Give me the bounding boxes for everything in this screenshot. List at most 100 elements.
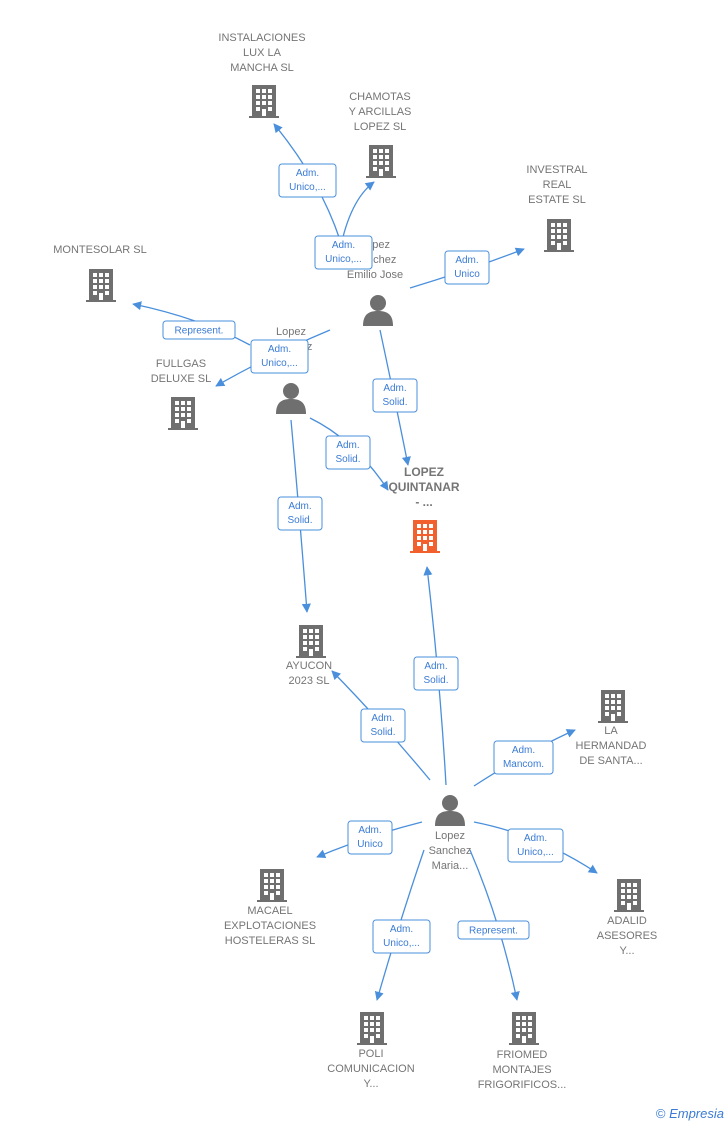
node-poli[interactable]: POLICOMUNICACIONY... <box>327 1012 415 1090</box>
node-label: DELUXE SL <box>151 373 212 385</box>
node-friomed[interactable]: FRIOMEDMONTAJESFRIGORIFICOS... <box>478 1012 567 1091</box>
node-label: Maria... <box>432 860 469 872</box>
edge-label-box <box>493 740 554 775</box>
edge-label-maria-to-macael[interactable]: Adm. Unico <box>347 820 393 855</box>
edge-label-maria-to-hermandad[interactable]: Adm. Mancom. <box>493 740 554 775</box>
building-icon <box>598 690 628 723</box>
node-adalid[interactable]: ADALIDASESORESY... <box>597 879 658 957</box>
building-icon <box>249 85 279 118</box>
node-label: COMUNICACION <box>327 1063 414 1075</box>
edge-label-maria-to-lopez_quintanar[interactable]: Adm.Solid. <box>413 656 459 691</box>
edge-label-box <box>507 828 564 863</box>
edge-label-maria-to-friomed[interactable]: Represent. <box>457 920 530 940</box>
person-icon <box>276 383 306 414</box>
node-maria[interactable]: LopezSanchezMaria... <box>429 795 472 872</box>
edge-label-text: Adm. <box>455 255 478 266</box>
node-fullgas[interactable]: FULLGAS DELUXE SL <box>151 358 212 430</box>
edge-label-box <box>444 250 490 285</box>
node-instalaciones[interactable]: INSTALACIONES LUX LA MANCHA SL <box>218 32 306 118</box>
edge-label-text: Adm. <box>332 240 355 251</box>
edge-label-emilio-to-fullgas[interactable]: Adm. Unico,... <box>250 339 309 374</box>
edge-label-text: Adm. <box>371 713 394 724</box>
node-label: HERMANDAD <box>576 740 647 752</box>
node-label: Lopez <box>276 326 306 338</box>
edge-label-maria-to-poli[interactable]: Adm.Unico,... <box>372 919 431 954</box>
edge-label-text: Unico,... <box>325 254 362 265</box>
edge-labels-layer: Adm.Unico,...Adm.Unico,...Adm.UnicoRepre… <box>162 163 564 954</box>
node-lopez_quintanar[interactable]: LOPEZQUINTANAR- ... <box>388 465 460 553</box>
edge-label-box <box>278 163 337 198</box>
edge-label-text: Unico,... <box>289 182 326 193</box>
edge-label-lopez_mid-to-montesolar[interactable]: Represent. <box>162 320 236 340</box>
node-montesolar[interactable]: MONTESOLAR SL <box>53 244 147 302</box>
node-label: ESTATE SL <box>528 194 586 206</box>
edge-label-text: Unico <box>357 839 383 850</box>
building-icon <box>257 869 287 902</box>
building-icon <box>410 520 440 553</box>
edge-label-box <box>314 235 373 270</box>
node-label: Sanchez <box>429 845 472 857</box>
edge-label-text: Adm. <box>268 344 291 355</box>
building-icon <box>357 1012 387 1045</box>
edge-label-text: Unico <box>454 269 480 280</box>
edge-label-emilio-to-investral[interactable]: Adm. Unico <box>444 250 490 285</box>
node-label: DE SANTA... <box>579 755 642 767</box>
person-icon <box>363 295 393 326</box>
node-label: 2023 SL <box>289 675 330 687</box>
node-label: FRIGORIFICOS... <box>478 1079 567 1091</box>
node-label: MANCHA SL <box>230 62 294 74</box>
node-label: Lopez <box>435 830 465 842</box>
edge-label-text: Adm. <box>288 501 311 512</box>
edge-label-text: Adm. <box>358 825 381 836</box>
edge-label-lopez_mid-to-ayucon[interactable]: Adm.Solid. <box>277 496 323 531</box>
node-label: ASESORES <box>597 930 658 942</box>
node-label: QUINTANAR <box>388 480 459 494</box>
edge-label-box <box>347 820 393 855</box>
building-icon <box>614 879 644 912</box>
edge-label-text: Adm. <box>512 745 535 756</box>
edge-label-text: Unico,... <box>517 847 554 858</box>
edge-label-emilio-to-lopez_quintanar[interactable]: Adm.Solid. <box>372 378 418 413</box>
copyright-icon: © <box>655 1106 666 1121</box>
node-label: MONTESOLAR SL <box>53 244 147 256</box>
edge-label-lopez_mid-to-lopez_quintanar[interactable]: Adm.Solid. <box>325 435 371 470</box>
building-icon <box>509 1012 539 1045</box>
edge-label-text: Solid. <box>382 397 407 408</box>
building-icon <box>366 145 396 178</box>
node-label: - ... <box>415 495 432 509</box>
edge-label-text: Unico,... <box>383 938 420 949</box>
node-label: LUX LA <box>243 47 282 59</box>
node-label: Emilio Jose <box>347 269 403 281</box>
node-label: Y... <box>619 945 634 957</box>
edge-label-box <box>372 919 431 954</box>
node-label: POLI <box>358 1048 383 1060</box>
brand-watermark[interactable]: © Empresia <box>656 1106 724 1121</box>
edge-label-maria-to-adalid[interactable]: Adm.Unico,... <box>507 828 564 863</box>
edge-label-text: Represent. <box>469 926 518 937</box>
edge-label-lopez_mid-to-chamotas[interactable]: Adm. Unico,... <box>314 235 373 270</box>
node-label: HOSTELERAS SL <box>225 935 315 947</box>
node-label: LOPEZ <box>404 465 444 479</box>
node-label: MACAEL <box>247 905 292 917</box>
edge-label-text: Represent. <box>175 326 224 337</box>
node-label: FULLGAS <box>156 358 206 370</box>
edge-label-text: Solid. <box>370 727 395 738</box>
edge-label-text: Mancom. <box>503 759 544 770</box>
edge-label-maria-to-ayucon[interactable]: Adm. Solid. <box>360 708 406 743</box>
edge-label-box <box>372 378 418 413</box>
edge-label-text: Unico,... <box>261 358 298 369</box>
node-label: Y ARCILLAS <box>349 106 412 118</box>
edge-label-box <box>162 320 236 340</box>
edge-label-box <box>413 656 459 691</box>
node-label: INVESTRAL <box>526 164 587 176</box>
edge-label-box <box>250 339 309 374</box>
edge-label-emilio-to-instalaciones[interactable]: Adm.Unico,... <box>278 163 337 198</box>
node-label: INSTALACIONES <box>218 32 305 44</box>
